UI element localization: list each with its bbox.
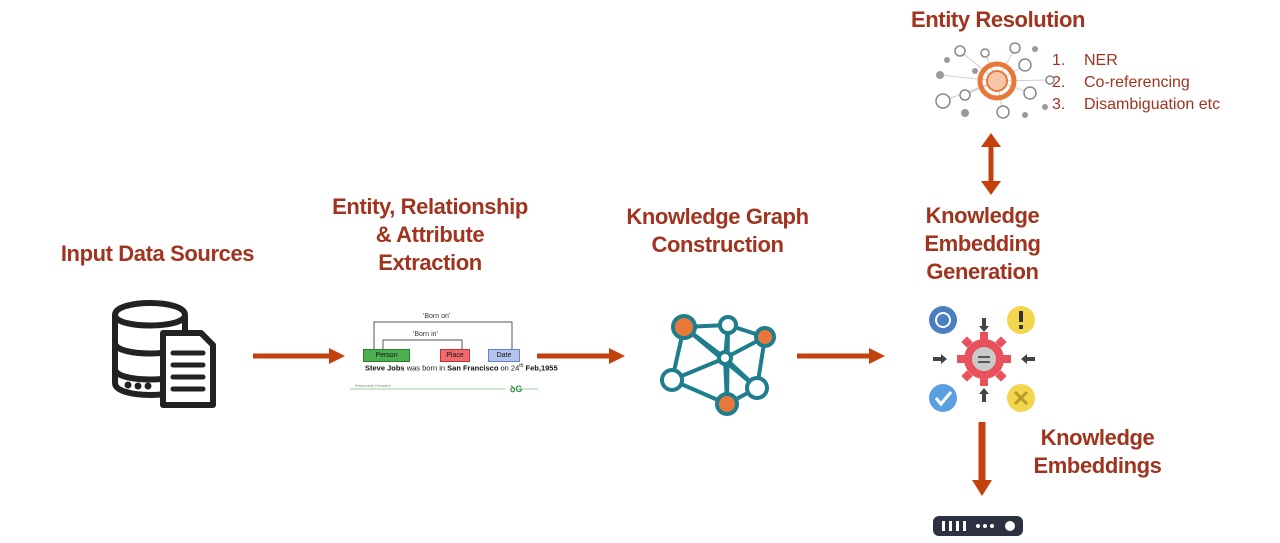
construction-title: Knowledge Graph Construction	[626, 204, 809, 257]
database-document-icon	[112, 300, 216, 408]
arrow-embedding-to-embeddings	[972, 422, 992, 496]
example-sentence: Steve Jobs was born in San Francisco on …	[365, 363, 558, 373]
list-item: 1. NER	[1052, 52, 1118, 69]
relation-extraction-example: 'Born on' 'Born in' Person Place Date St…	[345, 310, 558, 395]
list-item: 3. Disambiguation etc	[1052, 96, 1221, 113]
tag-person: Person	[363, 349, 410, 362]
entity-resolution-steps: 1. NER 2. Co-referencing 3. Disambiguati…	[1052, 50, 1220, 116]
geeks-logo-icon: ꝺG	[510, 384, 523, 394]
tag-place: Place	[440, 349, 470, 362]
tag-date: Date	[488, 349, 520, 362]
arrow-construction-to-embedding	[797, 348, 885, 364]
arrow-input-to-extraction	[253, 348, 345, 364]
entity-cluster-icon	[935, 42, 1055, 119]
relation-born-on-label: 'Born on'	[423, 313, 451, 320]
embedding-generation-title: Knowledge Embedding Generation	[924, 203, 1041, 284]
arrow-resolution-embedding-bidirectional	[981, 133, 1001, 195]
network-graph-icon	[660, 314, 776, 416]
embeddings-title: Knowledge Embeddings	[1033, 425, 1162, 478]
extraction-title: Entity, Relationship & Attribute Extract…	[332, 194, 528, 275]
input-title: Input Data Sources	[60, 241, 255, 266]
list-item: 2. Co-referencing	[1052, 74, 1190, 91]
arrow-extraction-to-construction	[537, 348, 625, 364]
server-storage-icon	[933, 516, 1023, 536]
embedding-gear-icon	[929, 306, 1035, 412]
example-footer: Relationship Extraction	[355, 384, 391, 388]
relation-born-in-label: 'Born in'	[413, 331, 438, 338]
entity-resolution-title: Entity Resolution	[910, 7, 1086, 32]
